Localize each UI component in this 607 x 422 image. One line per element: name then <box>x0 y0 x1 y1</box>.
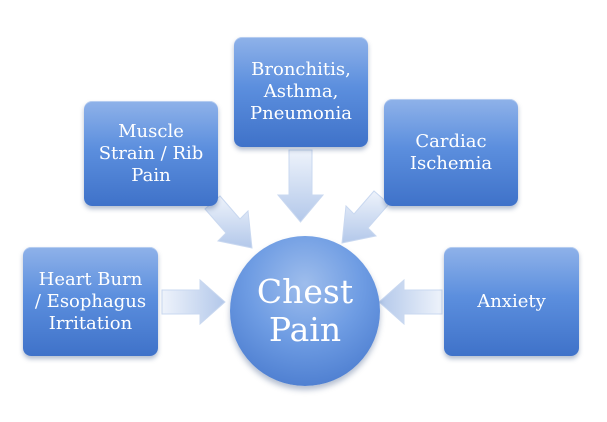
node-label: Cardiac Ischemia <box>409 130 493 174</box>
center-node-chest-pain: Chest Pain <box>230 236 380 386</box>
node-muscle-strain-rib-pain: Muscle Strain / Rib Pain <box>84 101 218 206</box>
node-label: Heart Burn / Esophagus Irritation <box>34 268 147 334</box>
arrow-from-heartburn <box>161 278 226 326</box>
node-anxiety: Anxiety <box>444 247 579 356</box>
center-label: Chest Pain <box>256 272 354 349</box>
node-heart-burn-esophagus: Heart Burn / Esophagus Irritation <box>23 247 158 356</box>
arrow-from-anxiety <box>378 278 443 326</box>
arrow-from-cardiac <box>341 190 390 244</box>
arrow-from-muscle <box>204 195 253 249</box>
arrow-from-bronchitis <box>276 149 325 223</box>
node-label: Muscle Strain / Rib Pain <box>98 120 204 186</box>
node-bronchitis-asthma-pneumonia: Bronchitis, Asthma, Pneumonia <box>234 37 368 147</box>
node-cardiac-ischemia: Cardiac Ischemia <box>384 99 518 206</box>
node-label: Anxiety <box>477 290 546 312</box>
node-label: Bronchitis, Asthma, Pneumonia <box>250 59 352 124</box>
